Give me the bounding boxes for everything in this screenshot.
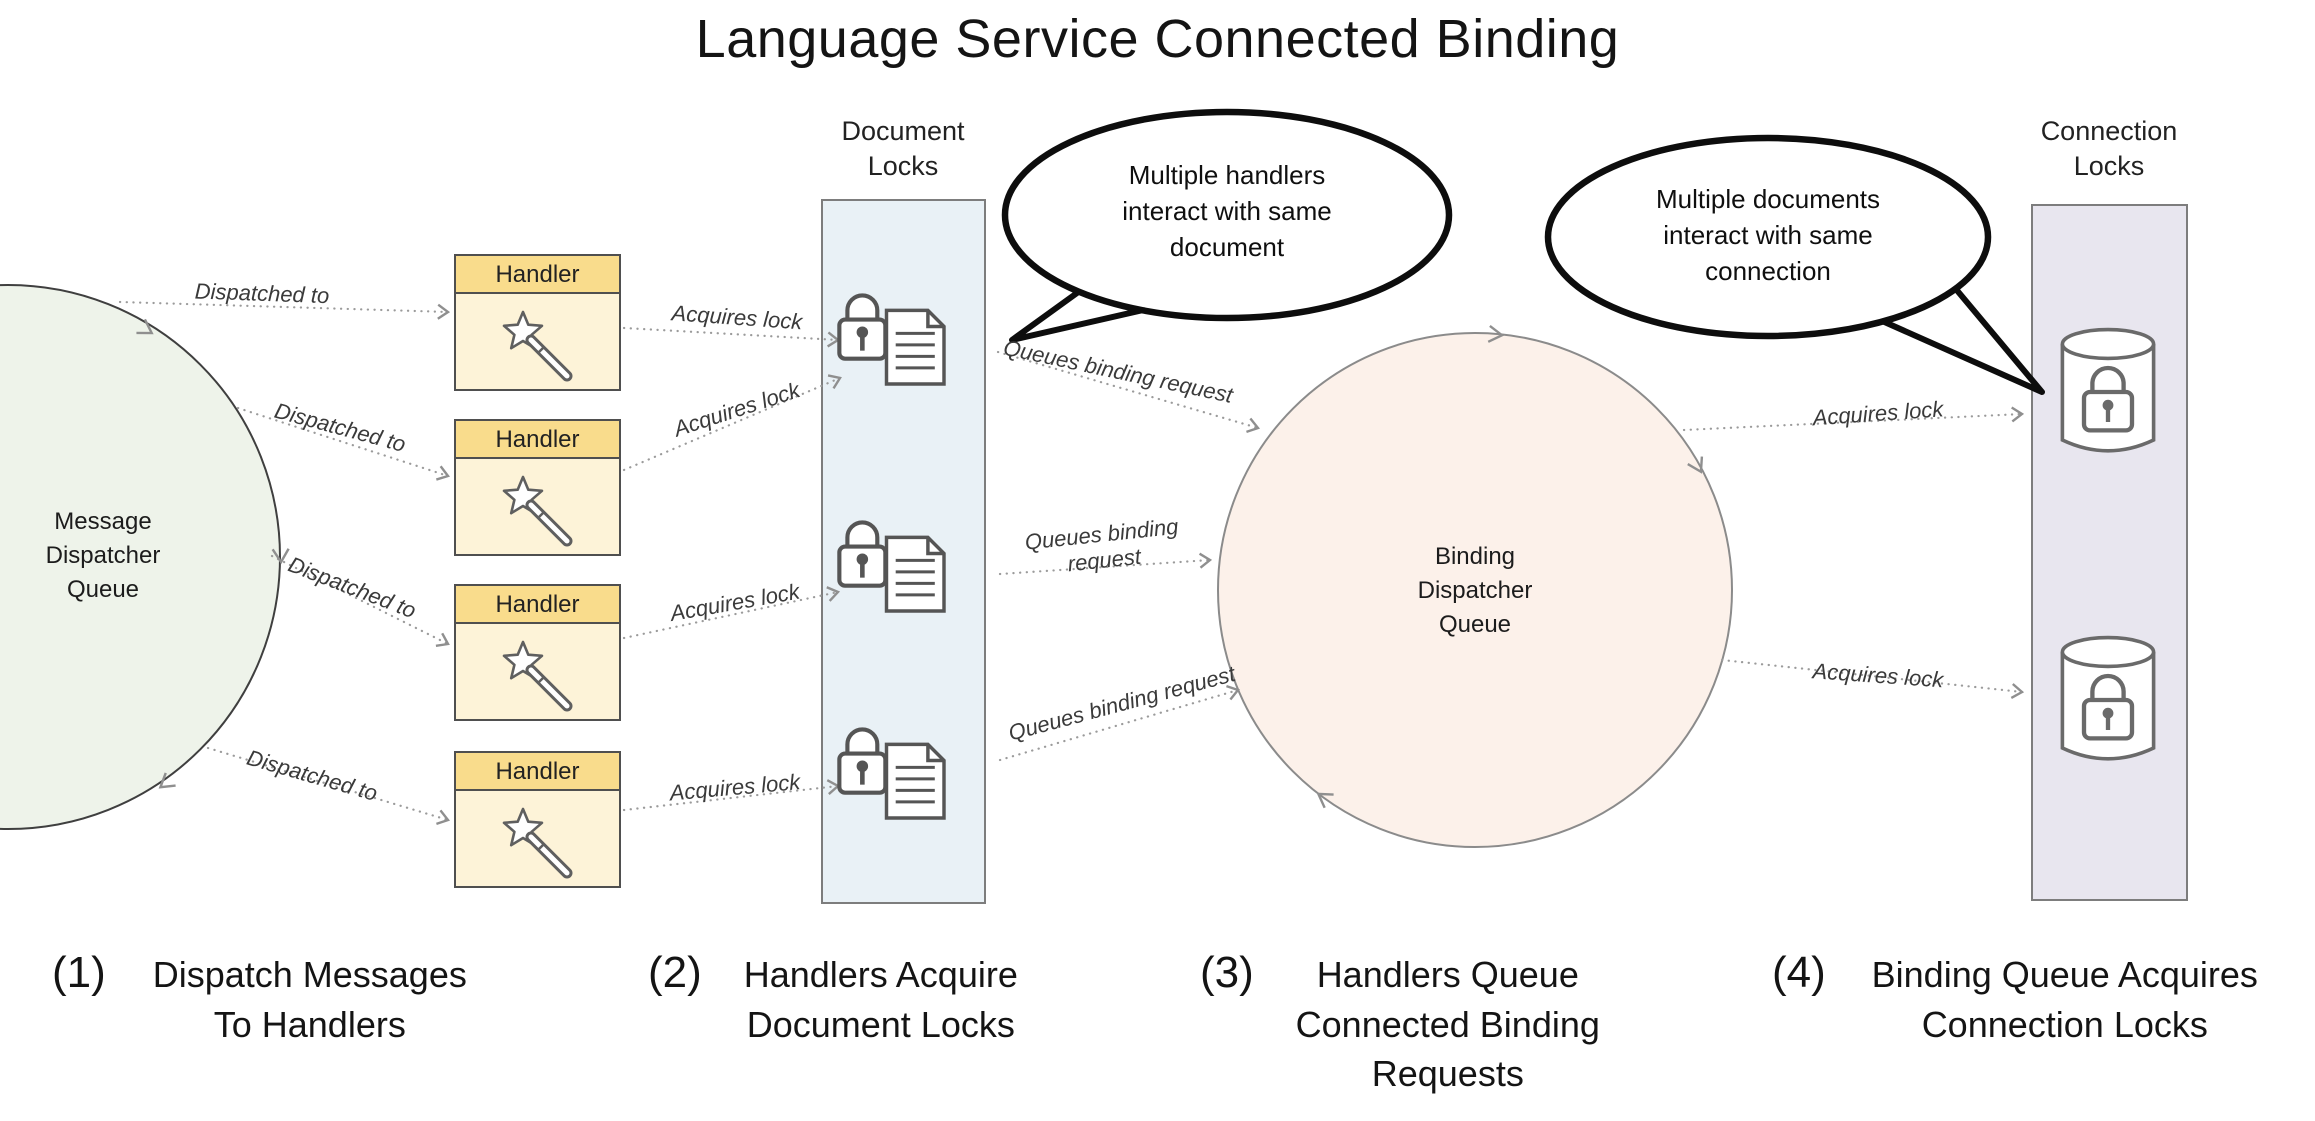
acquires-lock-arrow [622,374,842,472]
edge-label: Dispatched to [194,278,330,309]
acquires-lock-arrow [622,779,841,812]
caption-text: Handlers Acquire Document Locks [743,954,1018,1045]
caption-number: (1) [52,948,106,997]
dispatched-arrow [206,746,451,825]
acquires-lock-arrow [622,326,841,348]
message-queue-circle [0,284,281,830]
acquires-lock-arrow [1682,406,2025,432]
document-locks-title: Document Locks [841,116,965,182]
caption-4: (4) Binding Queue Acquires Connection Lo… [1772,948,2290,1049]
handler-label: Handler [495,261,580,288]
caption-3: (3) Handlers Queue Connected Binding Req… [1200,948,1628,1099]
database-padlock-icon [2062,330,2153,451]
handler-box [454,419,621,556]
handler-box [454,254,621,391]
queues-binding-arrow [998,684,1241,762]
dispatched-arrow [270,554,450,647]
callout-text: Multiple handlers interact with same doc… [1122,160,1332,262]
caption-text: Dispatch Messages To Handlers [152,954,467,1045]
queues-binding-arrow [998,552,1213,576]
speech-bubble [1544,134,2045,395]
callout-text: Multiple documents interact with same co… [1656,184,1880,286]
handler-label: Handler [495,426,580,453]
handler-label: Handler [495,591,580,618]
handler-box [454,751,621,888]
caption-text: Handlers Queue Connected Binding Request… [1295,954,1600,1095]
binding-queue-label: Binding Dispatcher Queue [1417,543,1533,639]
caption-number: (3) [1200,948,1254,997]
caption-text: Binding Queue Acquires Connection Locks [1871,954,2258,1045]
caption-1: (1) Dispatch Messages To Handlers [52,948,500,1049]
binding-queue-circle [1217,332,1733,848]
handler-label: Handler [495,758,580,785]
handler-box [454,584,621,721]
caption-number: (4) [1772,948,1826,997]
caption-2: (2) Handlers Acquire Document Locks [648,948,1046,1049]
diagram-title: Language Service Connected Binding [695,9,1620,69]
database-padlock-icon [2062,638,2153,759]
message-queue-label: Message Dispatcher Queue [45,508,161,604]
dispatched-arrow [118,300,451,320]
speech-bubble [1001,108,1453,343]
caption-number: (2) [648,948,702,997]
connection-locks-title: Connection Locks [2040,116,2178,182]
connection-locks-panel [2031,204,2188,901]
